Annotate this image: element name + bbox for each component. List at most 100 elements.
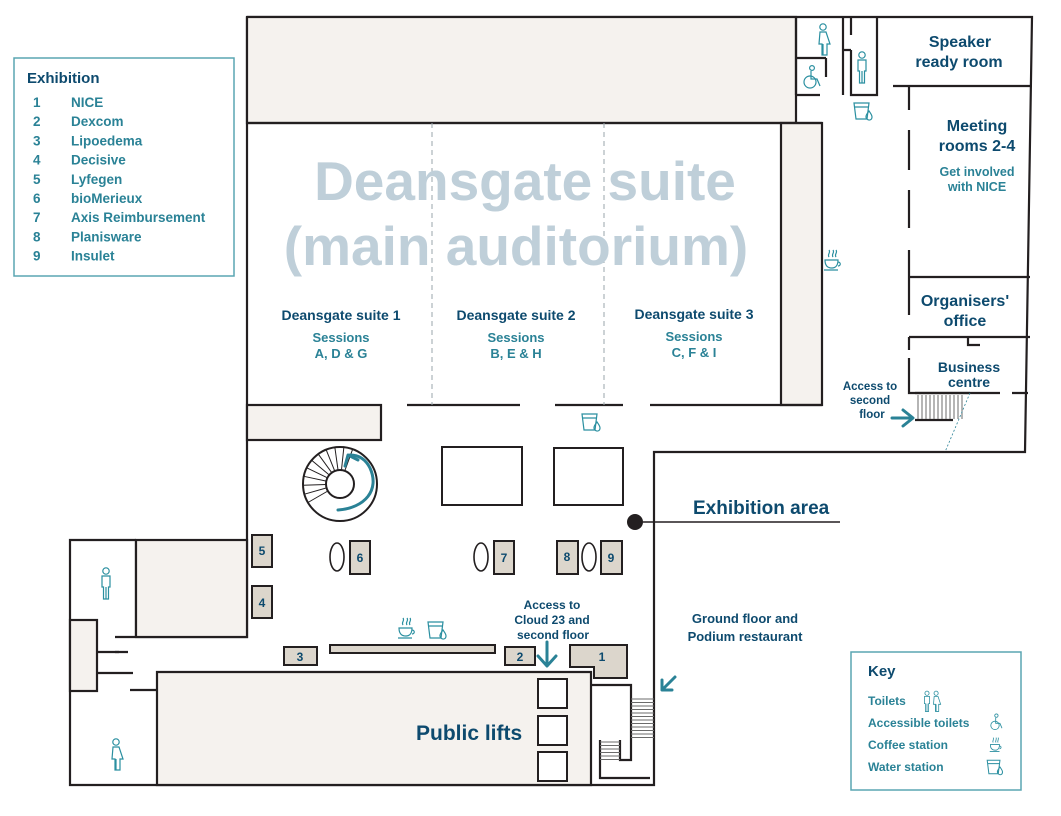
foyer-block: [245, 403, 383, 442]
exhibition-heading: Exhibition: [27, 70, 100, 87]
stair-step: [311, 459, 330, 476]
auditorium-title-line1: Deansgate suite: [314, 150, 736, 212]
booth-5: [251, 534, 273, 568]
arrow-cloud23: [536, 640, 558, 668]
womens-toilet-icon: [818, 23, 831, 56]
key-item-toilets: Toilets: [868, 694, 906, 708]
stair-step: [334, 447, 339, 471]
business-centre-label: Business: [938, 359, 1000, 375]
spiral-staircase: [302, 446, 378, 522]
booth-5-label: 5: [259, 544, 266, 558]
suite-2-sessions-label: Sessions: [487, 330, 544, 345]
exhibitor-number: 6: [33, 191, 41, 206]
stair-step: [304, 487, 327, 495]
exhibition-panel: [13, 57, 235, 277]
get-involved-label: Get involved: [939, 165, 1014, 179]
booth-7-label: 7: [501, 551, 508, 565]
water-station-icon: [427, 621, 447, 640]
ground-floor-label: Podium restaurant: [688, 629, 804, 644]
suite-1-name: Deansgate suite 1: [281, 307, 400, 323]
table: [441, 446, 523, 506]
suite-2-sessions: B, E & H: [490, 346, 541, 361]
exhibitor-name: Decisive: [71, 153, 126, 168]
table: [553, 447, 624, 506]
womens-toilet-icon: [111, 738, 124, 771]
speaker-room-label: ready room: [915, 54, 1002, 71]
stair-step: [340, 447, 345, 471]
suite-2-name: Deansgate suite 2: [456, 307, 575, 323]
access-second-floor-label: second: [850, 395, 890, 407]
booth-2-label: 2: [517, 650, 524, 664]
key-item-coffee: Coffee station: [868, 738, 948, 752]
water-station-icon: [853, 102, 873, 121]
lift: [537, 751, 568, 782]
stairs-ground-floor: [600, 698, 654, 760]
stair-step: [307, 490, 329, 503]
booth-4-label: 4: [259, 596, 266, 610]
lift: [537, 715, 568, 746]
booth-2: [504, 646, 536, 666]
mens-toilet-icon: [857, 51, 867, 84]
exhibitor-name: Planisware: [71, 229, 142, 244]
meeting-rooms-label: Meeting: [947, 118, 1007, 135]
booth-1: [569, 644, 628, 679]
exhibitor-name: Lipoedema: [71, 133, 143, 148]
booth-6-label: 6: [357, 551, 364, 565]
business-centre-label: centre: [948, 374, 990, 390]
get-involved-label: with NICE: [947, 180, 1006, 194]
booth-1-label: 1: [599, 650, 606, 664]
key-heading: Key: [868, 663, 896, 680]
booth-3: [283, 646, 318, 666]
exhibitor-name: Insulet: [71, 249, 115, 264]
booth-9-label: 9: [608, 551, 615, 565]
suite-1-sessions-label: Sessions: [312, 330, 369, 345]
catering-counter: [329, 644, 496, 654]
auditorium-title-line2: (main auditorium): [284, 215, 748, 277]
suite-3-name: Deansgate suite 3: [634, 306, 753, 322]
stair-step: [303, 483, 327, 486]
exhibitor-number: 7: [33, 210, 41, 225]
accessible-toilet-icon: [803, 64, 821, 89]
stairs-second-floor: [915, 391, 971, 453]
exhibitor-name: bioMerieux: [71, 191, 143, 206]
exhibitor-number: 4: [33, 153, 41, 168]
exhibitor-number: 8: [33, 229, 41, 244]
booth-8: [556, 540, 579, 575]
stair-step: [306, 467, 328, 479]
public-lifts-label: Public lifts: [416, 722, 522, 745]
booth-9: [600, 540, 623, 575]
key-panel: [850, 651, 1022, 791]
cocktail-table: [329, 542, 345, 572]
stair-step: [303, 475, 327, 482]
coffee-station-icon: [397, 617, 415, 639]
key-item-accessible: Accessible toilets: [868, 716, 970, 730]
exhibitor-name: Lyfegen: [71, 172, 122, 187]
cocktail-table: [581, 542, 597, 572]
arrow-second-floor: [890, 408, 915, 428]
booth-7: [493, 540, 515, 575]
arrow-ground-floor: [660, 675, 677, 692]
access-second-floor-label: Access to: [843, 381, 897, 393]
column: [627, 514, 643, 530]
left-storage: [134, 538, 249, 639]
stair-step: [317, 453, 333, 473]
lift: [537, 678, 568, 709]
meeting-rooms-label: rooms 2-4: [939, 138, 1016, 155]
exhibitor-number: 5: [33, 172, 41, 187]
auditorium-side-area: [779, 121, 824, 407]
exhibitor-number: 2: [33, 114, 41, 129]
organisers-office-label: Organisers': [921, 293, 1009, 310]
access-cloud23-label: Access to: [524, 598, 581, 612]
organisers-office-label: office: [944, 313, 987, 330]
back-of-house-area: [245, 15, 798, 125]
exhibitor-number: 1: [33, 95, 41, 110]
exhibitor-name: Dexcom: [71, 114, 124, 129]
public-lifts-area: [155, 670, 593, 787]
speaker-room-label: Speaker: [929, 34, 991, 51]
cocktail-table: [473, 542, 489, 572]
exhibitor-number: 9: [33, 249, 41, 264]
access-cloud23-label: second floor: [517, 628, 589, 642]
